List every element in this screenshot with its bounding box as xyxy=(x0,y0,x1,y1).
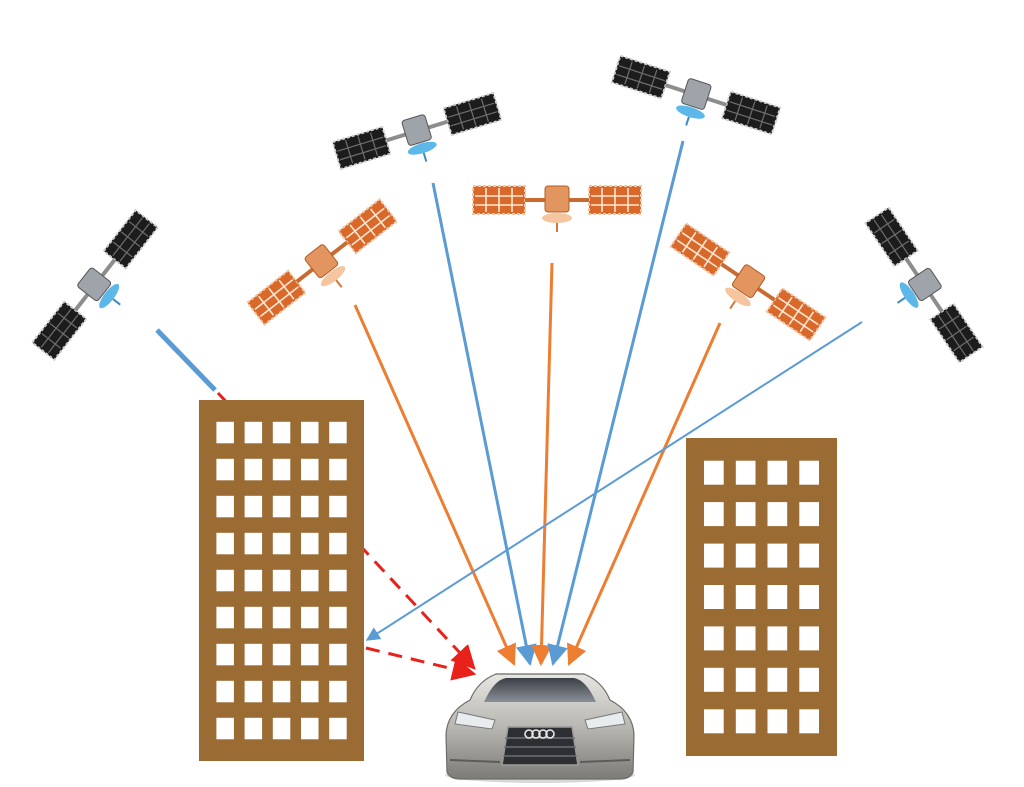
building-window xyxy=(301,496,319,518)
building-window xyxy=(329,644,347,666)
building-window xyxy=(273,496,291,518)
building-window xyxy=(704,585,724,609)
building-window xyxy=(273,459,291,481)
satellite-far-right xyxy=(850,208,982,373)
building-window xyxy=(301,718,319,740)
building-window xyxy=(736,544,756,568)
building-window xyxy=(216,718,234,740)
building-window xyxy=(736,461,756,485)
satellite-right xyxy=(660,223,825,355)
building-window xyxy=(216,644,234,666)
building-window xyxy=(273,644,291,666)
building-window xyxy=(736,709,756,733)
signal-blue-mid-right xyxy=(553,141,683,664)
building-window xyxy=(329,422,347,444)
building-window xyxy=(768,502,788,526)
building-window xyxy=(329,607,347,629)
building-window xyxy=(216,459,234,481)
building-window xyxy=(768,668,788,692)
building-window xyxy=(273,607,291,629)
building-window xyxy=(301,644,319,666)
building-window xyxy=(301,570,319,592)
building-window xyxy=(216,533,234,555)
building-window xyxy=(329,681,347,703)
building-window xyxy=(736,585,756,609)
building-right xyxy=(686,438,837,756)
building-window xyxy=(301,681,319,703)
building-window xyxy=(245,681,263,703)
building-window xyxy=(301,607,319,629)
building-window xyxy=(329,496,347,518)
building-window xyxy=(799,668,819,692)
satellite-mid-right xyxy=(606,56,780,152)
building-window xyxy=(273,570,291,592)
satellite-center xyxy=(473,186,641,232)
building-window xyxy=(301,422,319,444)
building-window xyxy=(273,422,291,444)
building-window xyxy=(799,502,819,526)
building-window xyxy=(245,533,263,555)
building-window xyxy=(216,681,234,703)
satellite-left xyxy=(247,199,408,339)
building-window xyxy=(704,461,724,485)
building-window xyxy=(704,544,724,568)
building-window xyxy=(799,544,819,568)
building-window xyxy=(216,570,234,592)
building-window xyxy=(245,496,263,518)
building-window xyxy=(273,718,291,740)
building-window xyxy=(301,459,319,481)
building-window xyxy=(704,668,724,692)
building-window xyxy=(216,422,234,444)
building-window xyxy=(704,626,724,650)
building-window xyxy=(768,585,788,609)
signal-orange-center xyxy=(541,263,552,664)
car-icon xyxy=(445,674,635,783)
building-window xyxy=(768,709,788,733)
building-window xyxy=(245,718,263,740)
building-window xyxy=(245,422,263,444)
building-window xyxy=(245,644,263,666)
building-window xyxy=(216,607,234,629)
building-window xyxy=(799,626,819,650)
building-window xyxy=(216,496,234,518)
satellite-far-left xyxy=(32,210,172,371)
building-window xyxy=(245,459,263,481)
building-window xyxy=(704,502,724,526)
building-window xyxy=(736,502,756,526)
satellite-mid-left xyxy=(333,93,507,186)
building-window xyxy=(736,668,756,692)
building-window xyxy=(768,461,788,485)
building-window xyxy=(799,709,819,733)
building-window xyxy=(245,570,263,592)
building-window xyxy=(768,626,788,650)
building-window xyxy=(301,533,319,555)
building-window xyxy=(704,709,724,733)
building-window xyxy=(768,544,788,568)
signal-blocked-left-incoming xyxy=(157,330,215,390)
building-left xyxy=(199,400,364,761)
building-window xyxy=(329,459,347,481)
building-window xyxy=(799,461,819,485)
building-window xyxy=(736,626,756,650)
building-window xyxy=(245,607,263,629)
building-window xyxy=(329,570,347,592)
building-window xyxy=(273,681,291,703)
building-window xyxy=(329,533,347,555)
building-window xyxy=(273,533,291,555)
signal-orange-left xyxy=(355,305,514,664)
building-window xyxy=(799,585,819,609)
building-window xyxy=(329,718,347,740)
